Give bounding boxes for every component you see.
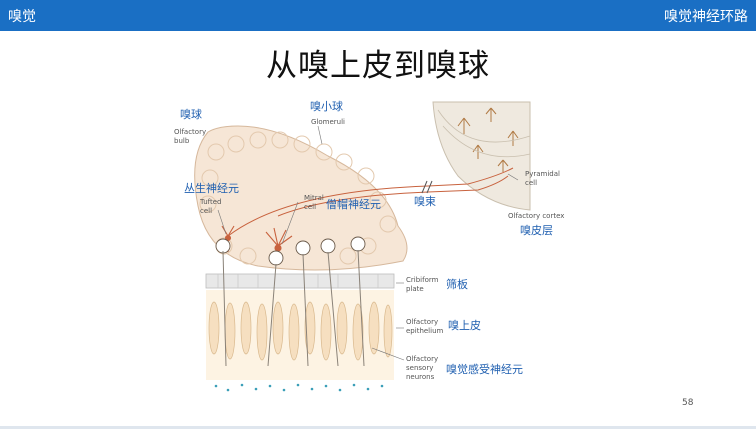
- label-pyramidal-en: Pyramidal: [525, 170, 560, 178]
- label-sensory-en: Olfactory: [406, 355, 438, 363]
- epithelial-cells: [208, 301, 393, 361]
- label-mitral-zh: 僧帽神经元: [326, 197, 381, 211]
- cribriform-plate: [205, 273, 395, 289]
- label-olfactory-bulb-zh: 嗅球: [180, 107, 202, 121]
- leader-lines: [217, 125, 519, 361]
- label-mitral-en2: cell: [304, 203, 316, 211]
- label-tufted-zh: 丛生神经元: [184, 181, 239, 195]
- label-olfactory-bulb-en2: bulb: [174, 137, 190, 145]
- sensory-neuron-axons: [222, 249, 365, 367]
- olfactory-tract-axons: [227, 167, 514, 237]
- label-sensory-zh: 嗅觉感受神经元: [446, 362, 523, 376]
- label-cribriform-en2: plate: [406, 285, 424, 293]
- pyramidal-cells: [457, 107, 519, 172]
- header-bar: 嗅觉 嗅觉神经环路: [0, 0, 756, 31]
- label-sensory-en3: neurons: [406, 373, 435, 381]
- header-topic-label: 嗅觉神经环路: [664, 9, 748, 25]
- olfactory-bulb-shape: [194, 125, 408, 271]
- mucus-dots: [214, 383, 384, 392]
- olfactory-diagram: 嗅球 Olfactory bulb 嗅小球 Glomeruli 丛生神经元 Tu…: [168, 96, 698, 400]
- label-cribriform-zh: 筛板: [446, 277, 468, 291]
- label-epithelium-en2: epithelium: [406, 327, 444, 335]
- label-cortex-zh: 嗅皮层: [520, 223, 553, 237]
- header-section-label: 嗅觉: [8, 9, 36, 25]
- olfactory-cortex-shape: [432, 101, 531, 211]
- footer-rule: [0, 426, 756, 429]
- label-epithelium-zh: 嗅上皮: [448, 318, 481, 332]
- page-number: 58: [682, 398, 694, 408]
- glomeruli-circles: [199, 131, 397, 265]
- label-glomeruli-zh: 嗅小球: [310, 99, 343, 113]
- label-glomeruli-en: Glomeruli: [311, 118, 345, 126]
- slide-title: 从嗅上皮到嗅球: [266, 48, 490, 84]
- label-epithelium-en: Olfactory: [406, 318, 438, 326]
- label-sensory-en2: sensory: [406, 364, 433, 372]
- label-olfactory-bulb-en: Olfactory: [174, 128, 206, 136]
- tract-break-mark: [421, 180, 433, 194]
- label-tract-zh: 嗅束: [414, 194, 436, 208]
- label-cribriform-en: Cribiform: [406, 276, 439, 284]
- label-mitral-en: Mitral: [304, 194, 324, 202]
- label-tufted-en: Tufted: [199, 198, 222, 206]
- label-tufted-en2: cell: [200, 207, 212, 215]
- glomerular-tufts: [215, 236, 366, 266]
- label-pyramidal-en2: cell: [525, 179, 537, 187]
- label-cortex-en: Olfactory cortex: [508, 212, 564, 220]
